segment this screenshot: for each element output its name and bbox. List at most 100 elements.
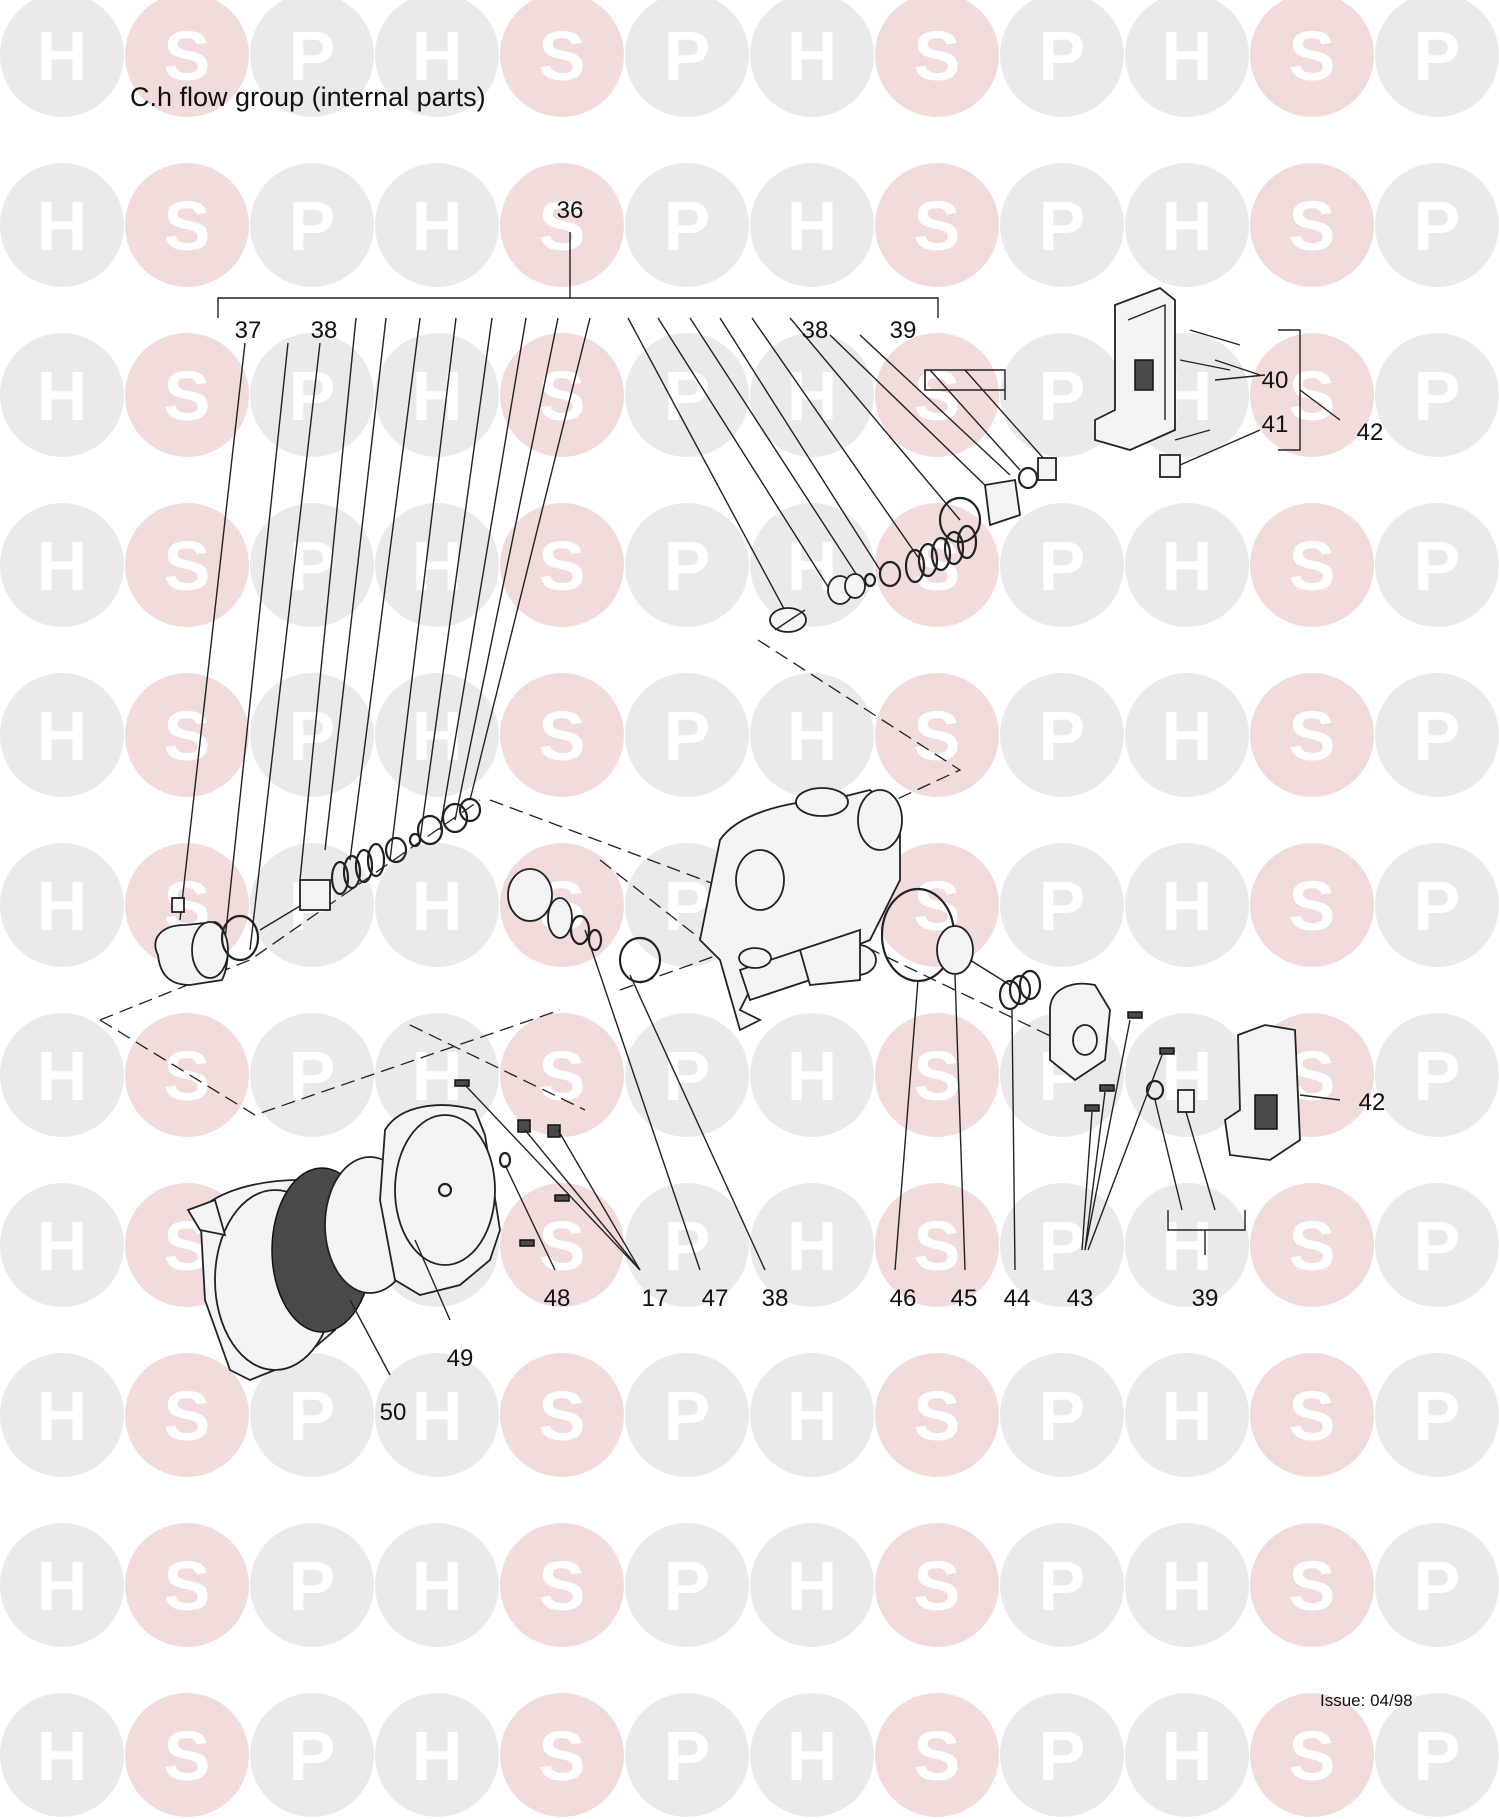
watermark-letter: P bbox=[1039, 1717, 1086, 1795]
watermark-letter: S bbox=[539, 1547, 586, 1625]
watermark-circle bbox=[375, 0, 499, 117]
watermark-letter: H bbox=[37, 1377, 88, 1455]
watermark-circle bbox=[375, 843, 499, 967]
watermark-circle bbox=[875, 0, 999, 117]
watermark-letter: P bbox=[1414, 867, 1461, 945]
watermark-letter: P bbox=[1039, 697, 1086, 775]
bottom-leaders bbox=[584, 929, 1246, 1271]
watermark-letter: S bbox=[914, 17, 961, 95]
watermark-letter: H bbox=[37, 187, 88, 265]
watermark-circle bbox=[625, 673, 749, 797]
watermark-circle bbox=[1375, 1523, 1499, 1647]
callout-47: 47 bbox=[702, 1285, 729, 1312]
watermark-circle bbox=[1250, 1183, 1374, 1307]
watermark-letter: P bbox=[1414, 187, 1461, 265]
watermark-circle bbox=[500, 1693, 624, 1817]
watermark-circle bbox=[250, 0, 374, 117]
diagram-title: C.h flow group (internal parts) bbox=[130, 82, 486, 112]
watermark-circle bbox=[125, 503, 249, 627]
watermark-circle bbox=[500, 1183, 624, 1307]
watermark-letter: H bbox=[1162, 1717, 1213, 1795]
callout-39: 39 bbox=[1192, 1285, 1219, 1312]
watermark-letter: S bbox=[1289, 1207, 1336, 1285]
watermark-circle bbox=[375, 1353, 499, 1477]
watermark-circle bbox=[625, 1693, 749, 1817]
bracket-39-top bbox=[924, 369, 1006, 390]
watermark-circle bbox=[1000, 163, 1124, 287]
watermark-circle bbox=[125, 1523, 249, 1647]
callout-42: 42 bbox=[1357, 419, 1384, 446]
watermark-letter: H bbox=[37, 527, 88, 605]
watermark-letter: S bbox=[1289, 17, 1336, 95]
watermark-circle bbox=[0, 843, 124, 967]
watermark-letter: P bbox=[289, 187, 336, 265]
watermark-letter: S bbox=[914, 697, 961, 775]
watermark-circle bbox=[875, 673, 999, 797]
watermark-letter: P bbox=[1414, 1207, 1461, 1285]
watermark-circle bbox=[625, 333, 749, 457]
watermark-letter: P bbox=[289, 1547, 336, 1625]
watermark-letter: P bbox=[1414, 1377, 1461, 1455]
watermark-circle bbox=[1375, 333, 1499, 457]
watermark-circle bbox=[875, 333, 999, 457]
cover-group bbox=[186, 1079, 570, 1381]
watermark-circle bbox=[250, 1353, 374, 1477]
watermark-circle bbox=[1250, 1523, 1374, 1647]
watermark-circle bbox=[1000, 333, 1124, 457]
watermark-letter: H bbox=[1162, 17, 1213, 95]
watermark-letter: P bbox=[664, 697, 711, 775]
callout-40: 40 bbox=[1262, 367, 1289, 394]
watermark-circle bbox=[1375, 1183, 1499, 1307]
watermark-circle bbox=[750, 673, 874, 797]
watermark-letter: P bbox=[289, 1037, 336, 1115]
watermark-letter: H bbox=[412, 357, 463, 435]
watermark-letter: H bbox=[37, 1717, 88, 1795]
watermark-circle bbox=[750, 0, 874, 117]
watermark-letter: P bbox=[1414, 1037, 1461, 1115]
watermark-letter: S bbox=[1289, 867, 1336, 945]
watermark-letter: H bbox=[787, 1207, 838, 1285]
watermark-letter: P bbox=[1414, 1717, 1461, 1795]
watermark-letter: P bbox=[1414, 527, 1461, 605]
watermark-circle bbox=[250, 503, 374, 627]
watermark-letter: S bbox=[914, 187, 961, 265]
watermark-circle bbox=[1375, 163, 1499, 287]
issue-date: Issue: 04/98 bbox=[1320, 1691, 1413, 1710]
watermark-letter: H bbox=[412, 187, 463, 265]
callout-38: 38 bbox=[762, 1285, 789, 1312]
watermark-circle bbox=[0, 333, 124, 457]
watermark-letter: P bbox=[664, 1207, 711, 1285]
callout-36: 36 bbox=[557, 197, 584, 224]
watermark-letter: H bbox=[412, 1547, 463, 1625]
watermark-circle bbox=[1125, 0, 1249, 117]
watermark-circle bbox=[1375, 0, 1499, 117]
watermark-circle bbox=[625, 163, 749, 287]
watermark-circle bbox=[1000, 673, 1124, 797]
watermark-letter: S bbox=[539, 1207, 586, 1285]
watermark-circle bbox=[1250, 333, 1374, 457]
cover-leaders bbox=[349, 1084, 641, 1376]
watermark-circle bbox=[125, 673, 249, 797]
callout-39: 39 bbox=[890, 317, 917, 344]
watermark-circle bbox=[0, 163, 124, 287]
watermark-letter: P bbox=[1039, 1207, 1086, 1285]
watermark-letter: S bbox=[539, 697, 586, 775]
watermark-circle bbox=[125, 0, 249, 117]
watermark-circle bbox=[125, 333, 249, 457]
watermark-circle bbox=[0, 1693, 124, 1817]
watermark-letter: H bbox=[412, 867, 463, 945]
watermark-letter: P bbox=[289, 357, 336, 435]
watermark-circle bbox=[1375, 1693, 1499, 1817]
watermark-letter: S bbox=[164, 357, 211, 435]
watermark-letter: P bbox=[664, 1377, 711, 1455]
watermark-letter: S bbox=[539, 527, 586, 605]
watermark-letter: H bbox=[37, 867, 88, 945]
watermark-letter: H bbox=[1162, 1547, 1213, 1625]
watermark-letter: H bbox=[412, 1717, 463, 1795]
callout-41: 41 bbox=[1262, 411, 1289, 438]
watermark-circle bbox=[1125, 163, 1249, 287]
watermark-letter: H bbox=[787, 1547, 838, 1625]
watermark-letter: S bbox=[1289, 1547, 1336, 1625]
watermark-circle bbox=[500, 673, 624, 797]
